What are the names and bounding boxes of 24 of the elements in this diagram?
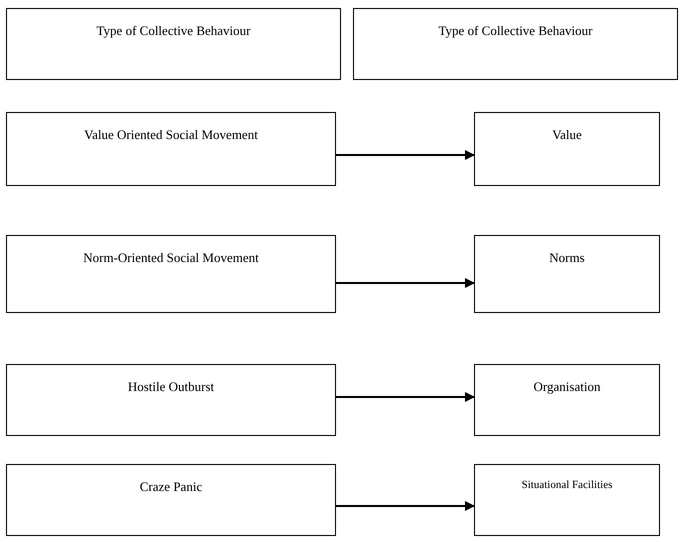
box-label: Craze Panic <box>140 478 202 496</box>
arrow <box>336 501 475 511</box>
box-label: Type of Collective Behaviour <box>96 22 250 40</box>
arrow <box>336 278 475 288</box>
text-box <box>474 112 660 186</box>
box-label: Situational Facilities <box>522 478 612 493</box>
box-label: Value Oriented Social Movement <box>84 126 258 144</box>
text-box <box>474 235 660 313</box>
box-label: Type of Collective Behaviour <box>438 22 592 40</box>
box-label: Hostile Outburst <box>128 378 214 396</box>
box-label: Norms <box>549 249 585 267</box>
text-box <box>474 364 660 436</box>
box-label: Norm-Oriented Social Movement <box>83 249 259 267</box>
text-box <box>6 364 336 436</box>
box-label: Value <box>552 126 582 144</box>
box-label: Organisation <box>534 378 600 396</box>
text-box <box>6 112 336 186</box>
text-box <box>353 8 678 80</box>
text-box <box>474 464 660 536</box>
arrow <box>336 392 475 402</box>
text-box <box>6 464 336 536</box>
text-box <box>6 8 341 80</box>
arrow <box>336 150 475 160</box>
text-box <box>6 235 336 313</box>
